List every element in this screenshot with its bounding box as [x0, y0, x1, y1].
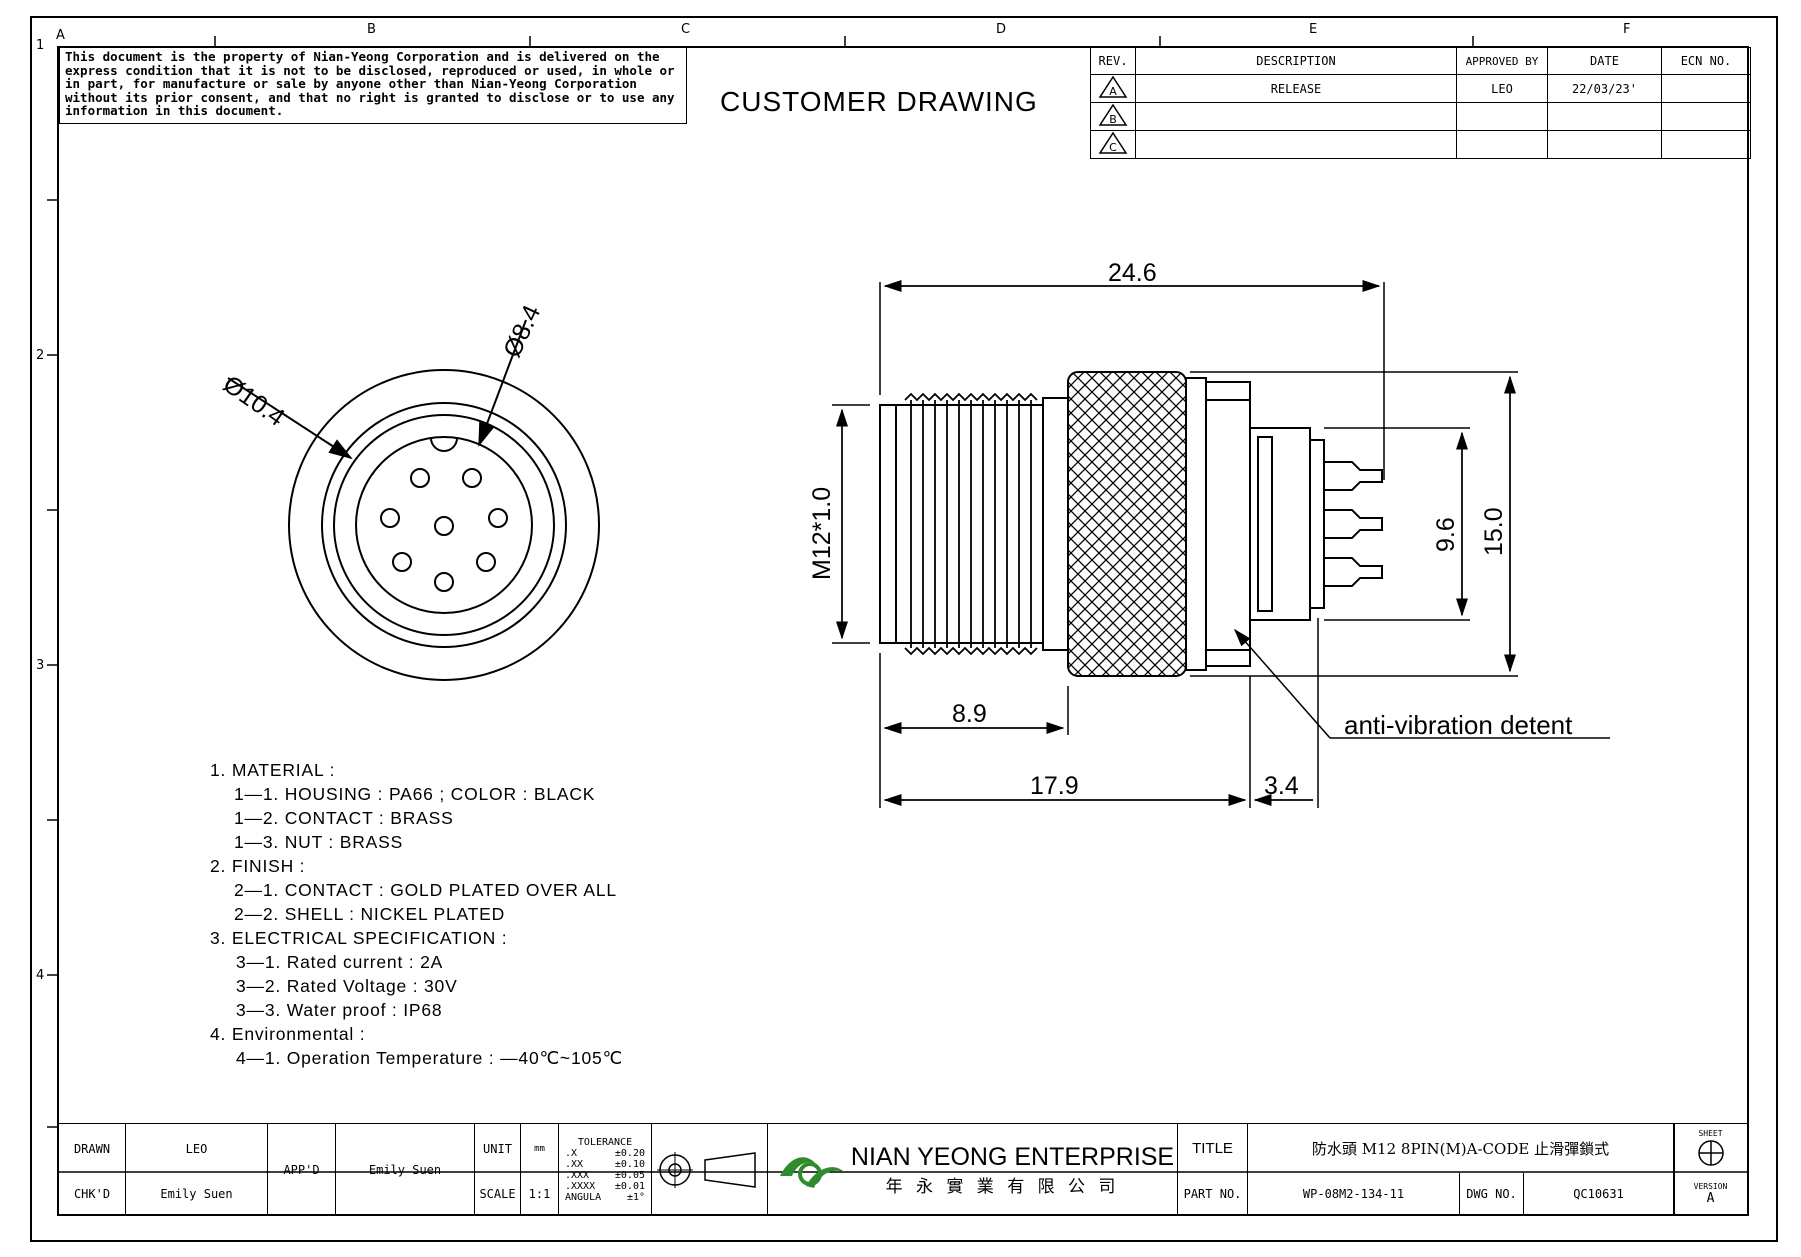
rev-header-ecn: ECN NO. [1661, 47, 1751, 75]
scale-value: 1:1 [521, 1173, 559, 1215]
rev-header-rev: REV. [1090, 47, 1136, 75]
tolerance-block: TOLERANCE .X ±0.20 .XX ±0.10 .XXX ±0.05 .XX… [559, 1124, 652, 1215]
tol-key: ANGULA [565, 1191, 602, 1203]
note-line: 3—3. Water proof : IP68 [236, 1000, 443, 1020]
title-block: DRAWN LEO CHK'D Emily Suen APP'D Emily S… [59, 1123, 1747, 1215]
rev-row-c-approved [1456, 130, 1548, 159]
tolerance-title: TOLERANCE [577, 1136, 633, 1148]
sheet-target-icon [1697, 1140, 1724, 1166]
rev-header-date: DATE [1547, 47, 1662, 75]
dim-thread: M12*1.0 [808, 486, 836, 580]
appd-value: Emily Suen [336, 1124, 475, 1215]
tol-val: ±0.20 [614, 1147, 645, 1159]
sheet-divider [1674, 1123, 1675, 1214]
tol-key: .XXXX [565, 1180, 596, 1192]
tol-key: .XXX [565, 1169, 590, 1181]
tol-key: .XX [565, 1158, 584, 1170]
zone-letter-c: C [681, 22, 691, 37]
title-label: TITLE [1178, 1124, 1248, 1173]
dim-body-length: 17.9 [1030, 772, 1079, 800]
dim-height-outer: 15.0 [1480, 507, 1508, 556]
drawing-border-inner [57, 46, 1749, 1216]
zone-letter-a: A [56, 28, 65, 43]
tol-val: ±0.01 [614, 1180, 645, 1192]
scale-label: SCALE [475, 1173, 521, 1215]
company-logo [776, 1146, 848, 1197]
revision-table: REV. DESCRIPTION APPROVED BY DATE ECN NO… [1090, 47, 1751, 159]
rev-row-a-letter: A [1109, 85, 1117, 98]
rev-row-c-date [1547, 130, 1662, 159]
rev-row-c-description [1135, 130, 1457, 159]
tol-val: ±1° [626, 1191, 645, 1203]
rev-row-c-letter: C [1109, 141, 1117, 154]
drawn-label: DRAWN [59, 1124, 126, 1173]
note-line: 4—1. Operation Temperature : —40℃~105℃ [236, 1048, 624, 1068]
note-line: 3. ELECTRICAL SPECIFICATION : [210, 928, 508, 948]
sheet-label: SHEET [1698, 1129, 1723, 1138]
note-line: 1. MATERIAL : [210, 760, 336, 780]
tol-val: ±0.10 [614, 1158, 645, 1170]
note-line: 3—2. Rated Voltage : 30V [236, 976, 458, 996]
rev-row-b-symbol: B [1090, 102, 1136, 131]
zone-letter-b: B [367, 22, 376, 37]
tol-val: ±0.05 [614, 1169, 645, 1181]
border-ticks [47, 36, 1474, 1128]
projection-symbol [652, 1124, 768, 1215]
rev-row-a-description: RELEASE [1135, 74, 1457, 103]
version-label: VERSION [1693, 1182, 1728, 1191]
part-no-value: WP-08M2-134-11 [1248, 1173, 1460, 1215]
drawn-value: LEO [126, 1124, 268, 1173]
rev-row-b-letter: B [1109, 113, 1117, 126]
dim-thread-length: 8.9 [952, 700, 987, 728]
drawing-border-outer [30, 16, 1778, 1242]
dim-height-inner: 9.6 [1432, 517, 1460, 552]
note-line: 1—1. HOUSING : PA66 ; COLOR : BLACK [234, 784, 596, 804]
dwg-no-value: QC10631 [1524, 1173, 1674, 1215]
tol-key: .X [565, 1147, 578, 1159]
zone-number-3: 3 [36, 658, 45, 673]
appd-label: APP'D [268, 1124, 336, 1215]
dim-overall-length: 24.6 [1108, 259, 1157, 287]
specification-notes: 1. MATERIAL : 1—1. HOUSING : PA66 ; COLO… [210, 758, 623, 1070]
proprietary-notice: This document is the property of Nian-Ye… [59, 47, 687, 124]
version-value: A [1706, 1191, 1715, 1206]
side-view [879, 371, 1383, 677]
unit-label: UNIT [475, 1124, 521, 1173]
company-name-en: NIAN YEONG ENTERPRISE [850, 1142, 1175, 1171]
company-name-zh: 年 永 實 業 有 限 公 司 [885, 1176, 1120, 1197]
front-view [227, 319, 600, 681]
zone-letter-d: D [996, 22, 1007, 37]
note-line: 2—2. SHELL : NICKEL PLATED [234, 904, 506, 924]
note-line: 3—1. Rated current : 2A [236, 952, 444, 972]
dwg-no-label: DWG NO. [1460, 1173, 1524, 1215]
zone-number-1: 1 [36, 38, 45, 53]
rev-row-c-symbol: C [1090, 130, 1136, 159]
sheet-block: SHEET [1674, 1124, 1747, 1173]
note-line: 4. Environmental : [210, 1024, 366, 1044]
note-line: 2. FINISH : [210, 856, 306, 876]
version-block: VERSION A [1674, 1173, 1747, 1215]
rev-row-a-date: 22/03/23' [1547, 74, 1662, 103]
company-block: NIAN YEONG ENTERPRISE 年 永 實 業 有 限 公 司 [768, 1124, 1178, 1215]
zone-letter-e: E [1309, 22, 1318, 37]
callout-anti-vibration: anti-vibration detent [1344, 710, 1573, 740]
zone-letter-f: F [1623, 22, 1631, 37]
chkd-label: CHK'D [59, 1173, 126, 1215]
drawing-label: CUSTOMER DRAWING [720, 86, 1038, 117]
note-line: 1—2. CONTACT : BRASS [234, 808, 454, 828]
dim-tail-length: 3.4 [1264, 772, 1299, 800]
title-value: 防水頭 M12 8PIN(M)A-CODE 止滑彈鎖式 [1248, 1124, 1674, 1173]
part-no-label: PART NO. [1178, 1173, 1248, 1215]
rev-row-c-ecn [1661, 130, 1751, 159]
unit-value: mm [521, 1124, 559, 1173]
zone-number-4: 4 [36, 968, 45, 983]
note-line: 2—1. CONTACT : GOLD PLATED OVER ALL [234, 880, 617, 900]
note-line: 1—3. NUT : BRASS [234, 832, 404, 852]
dimension-lines [832, 280, 1610, 808]
rev-header-approved: APPROVED BY [1456, 47, 1548, 75]
chkd-value: Emily Suen [126, 1173, 268, 1215]
zone-number-2: 2 [36, 348, 45, 363]
rev-header-description: DESCRIPTION [1135, 47, 1457, 75]
